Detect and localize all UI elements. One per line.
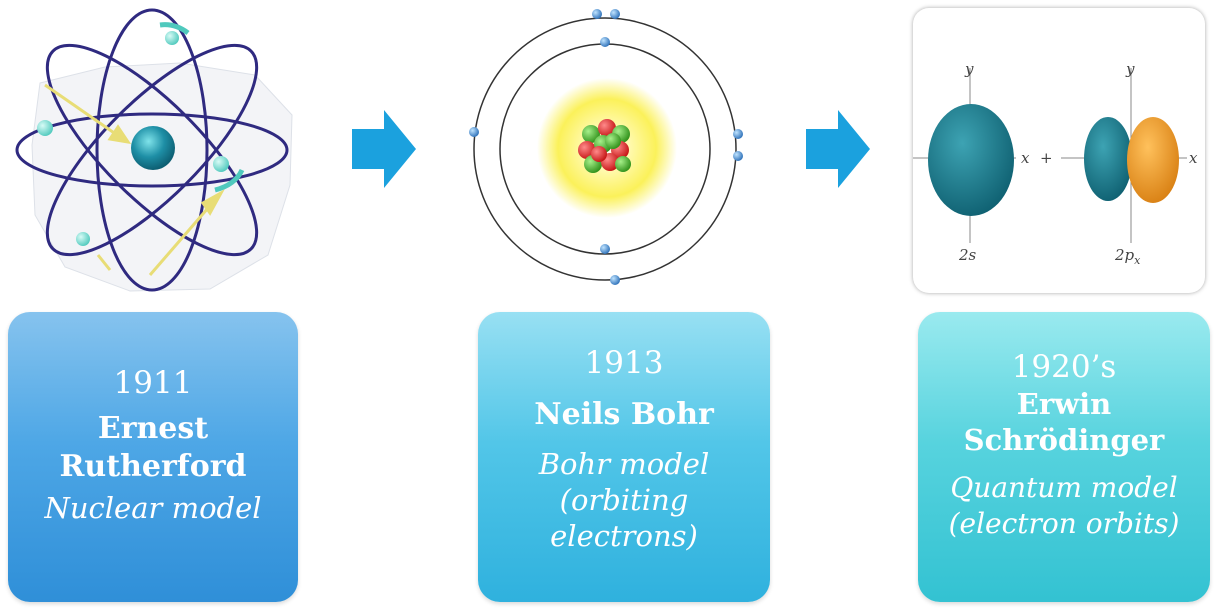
orbit-diagonal-a xyxy=(45,43,259,257)
scientist-name: Rutherford xyxy=(59,449,247,484)
electron xyxy=(37,120,53,136)
orbit-horizontal xyxy=(15,112,289,188)
label-2s: 2s xyxy=(958,246,977,264)
electron xyxy=(600,244,610,254)
bohr-atom-illustration xyxy=(469,9,743,285)
model-description: Quantum model xyxy=(950,471,1178,504)
plus-sign: + xyxy=(1040,149,1053,167)
label-2px: 2px xyxy=(1114,246,1141,267)
axis-y-label-p: y xyxy=(1125,60,1135,78)
electron xyxy=(469,127,479,137)
electron xyxy=(592,9,602,19)
p-orbital-lobe-negative xyxy=(1084,117,1132,201)
electron xyxy=(733,151,743,161)
model-description: (electron orbits) xyxy=(948,507,1180,540)
card-rutherford: 1911 Ernest Rutherford Nuclear model xyxy=(8,312,298,602)
rutherford-atom-illustration xyxy=(15,8,293,292)
electron xyxy=(733,129,743,139)
electron xyxy=(610,275,620,285)
nucleus xyxy=(131,126,175,170)
orbit-vertical xyxy=(95,8,209,292)
scientist-name: Neils Bohr xyxy=(534,397,714,432)
model-description: Nuclear model xyxy=(44,491,262,525)
s-orbital xyxy=(928,104,1014,216)
electron-trail xyxy=(159,22,190,36)
axis-y-label-s: y xyxy=(964,60,974,78)
outer-orbit xyxy=(473,17,737,281)
card-schrodinger: 1920’s Erwin Schrödinger Quantum model (… xyxy=(918,312,1210,602)
orbital-diagram-panel: y x + y x 2s 2px xyxy=(913,8,1205,293)
model-description: electrons) xyxy=(550,519,698,553)
orbit-diagonal-b xyxy=(45,43,259,257)
p-orbital-lobe-positive xyxy=(1127,117,1179,203)
axis-x-label-p: x xyxy=(1189,149,1198,167)
nucleus xyxy=(578,119,631,173)
arrow-right-icon xyxy=(806,110,870,188)
orbital-diagram: y x + y x 2s 2px xyxy=(913,60,1198,267)
year-label: 1920’s xyxy=(1011,349,1117,385)
scientist-name: Ernest xyxy=(97,411,209,446)
electron-trail xyxy=(214,168,245,193)
year-label: 1913 xyxy=(584,345,664,381)
electron xyxy=(165,31,179,45)
electron xyxy=(610,9,620,19)
arrow-right-icon xyxy=(352,110,416,188)
model-description: Bohr model xyxy=(538,447,710,481)
scientist-name: Erwin xyxy=(1016,387,1112,421)
axis-x-label-s: x xyxy=(1021,149,1030,167)
scientist-name: Schrödinger xyxy=(963,423,1165,457)
paper-background xyxy=(31,62,293,292)
year-label: 1911 xyxy=(113,365,193,401)
electron xyxy=(600,37,610,47)
electron xyxy=(76,232,90,246)
card-bohr: 1913 Neils Bohr Bohr model (orbiting ele… xyxy=(478,312,770,602)
model-description: (orbiting xyxy=(559,483,689,517)
label-2px-subscript: x xyxy=(1134,254,1141,267)
electron xyxy=(213,156,229,172)
